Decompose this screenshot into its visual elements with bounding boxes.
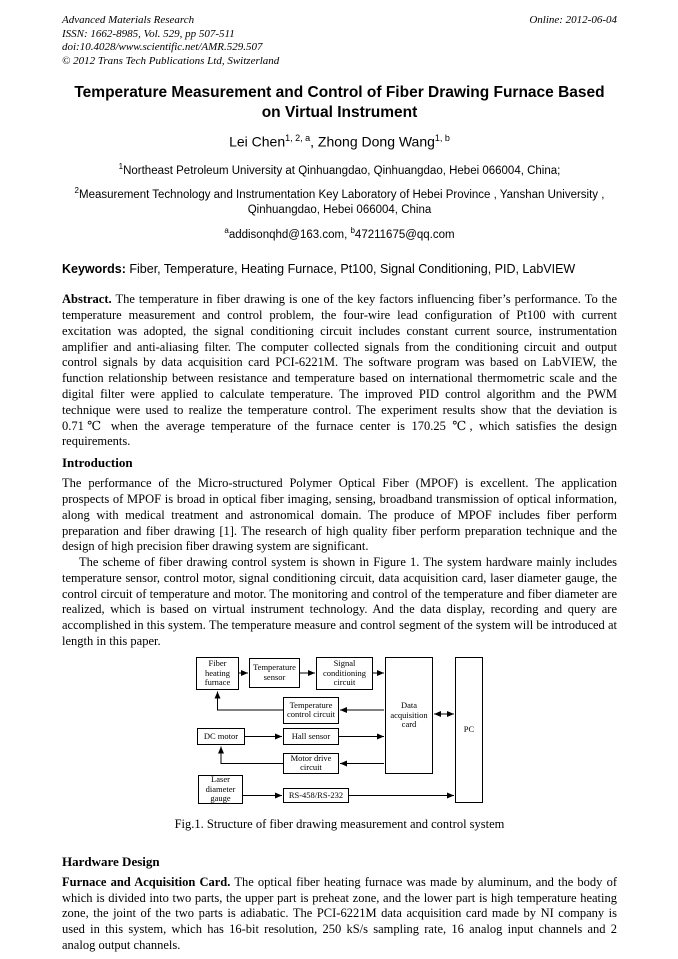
authors-line: Lei Chen1, 2, a, Zhong Dong Wang1, b	[62, 129, 617, 151]
journal-info: Advanced Materials Research ISSN: 1662-8…	[62, 14, 279, 68]
keywords-line: Keywords: Fiber, Temperature, Heating Fu…	[62, 261, 617, 277]
email-b-superscript: b	[350, 226, 355, 236]
journal-name: Advanced Materials Research	[62, 14, 195, 26]
page-header: Advanced Materials Research ISSN: 1662-8…	[62, 14, 617, 68]
authors-separator: ,	[310, 133, 318, 150]
hardware-paragraph: Furnace and Acquisition Card. The optica…	[62, 875, 617, 954]
box-motor-drive-circuit: Motor drive circuit	[283, 752, 339, 774]
hardware-text: The optical fiber heating furnace was ma…	[62, 874, 617, 953]
hardware-design-heading: Hardware Design	[62, 853, 160, 869]
email-line: aaddisonqhd@163.com, b47211675@qq.com	[70, 223, 609, 243]
doi-line: doi:10.4028/www.scientific.net/AMR.529.5…	[62, 41, 263, 53]
affiliation-1: 1Northeast Petroleum University at Qinhu…	[70, 159, 609, 179]
affiliation-2-superscript: 2	[74, 186, 79, 196]
online-date: Online: 2012-06-04	[529, 14, 617, 26]
arrow-motor-drive-to-motor	[218, 746, 283, 764]
arrow-temp-control-to-furnace	[214, 691, 283, 711]
box-signal-conditioning-circuit: Signal conditioning circuit	[316, 656, 373, 690]
issn-line: ISSN: 1662-8985, Vol. 529, pp 507-511	[62, 27, 235, 40]
abstract-paragraph: Abstract. The temperature in fiber drawi…	[62, 292, 617, 450]
box-dc-motor: DC motor	[197, 727, 245, 745]
author-1: Lei Chen	[229, 133, 286, 150]
box-data-acquisition-card: Data acquisition card	[385, 656, 433, 774]
affiliation-2: 2Measurement Technology and Instrumentat…	[70, 183, 609, 218]
email-a-superscript: a	[224, 226, 229, 236]
affiliation-1-superscript: 1	[118, 161, 124, 171]
figure-1: Fiber heating furnace Temperature sensor…	[62, 654, 617, 832]
box-temperature-control-circuit: Temperature control circuit	[283, 696, 339, 724]
author-2: Zhong Dong Wang	[317, 133, 435, 150]
email-a: addisonqhd@163.com,	[228, 229, 348, 242]
figure-1-caption: Fig.1. Structure of fiber drawing measur…	[174, 816, 505, 831]
copyright-line: © 2012 Trans Tech Publications Ltd, Swit…	[62, 54, 280, 67]
diagram-arrows	[214, 669, 454, 799]
affiliation-1-text: Northeast Petroleum University at Qinhua…	[123, 164, 561, 177]
affiliation-2-text: Measurement Technology and Instrumentati…	[78, 189, 605, 217]
box-temperature-sensor: Temperature sensor	[249, 657, 300, 688]
abstract-text: The temperature in fiber drawing is one …	[62, 292, 618, 449]
paper-title: Temperature Measurement and Control of F…	[74, 84, 605, 121]
diagram-arrows-layer	[214, 669, 454, 799]
box-hall-sensor: Hall sensor	[283, 727, 339, 745]
email-b: 47211675@qq.com	[354, 229, 455, 242]
hardware-lead: Furnace and Acquisition Card.	[62, 874, 231, 889]
keywords-label: Keywords:	[62, 262, 126, 277]
introduction-paragraph-2: The scheme of fiber drawing control syst…	[62, 555, 617, 649]
author-2-superscript: 1, b	[434, 133, 450, 143]
introduction-heading: Introduction	[62, 455, 133, 471]
box-rs-458-rs-232: RS-458/RS-232	[283, 787, 349, 803]
keywords-text: Fiber, Temperature, Heating Furnace, Pt1…	[129, 262, 576, 277]
author-1-superscript: 1, 2, a	[285, 133, 311, 143]
figure-1-diagram: Fiber heating furnace Temperature sensor…	[194, 654, 486, 814]
box-laser-diameter-gauge: Laser diameter gauge	[198, 774, 243, 804]
introduction-paragraph-1: The performance of the Micro-structured …	[62, 476, 617, 554]
box-pc: PC	[455, 656, 483, 803]
abstract-label: Abstract.	[62, 292, 112, 307]
box-fiber-heating-furnace: Fiber heating furnace	[196, 656, 239, 690]
